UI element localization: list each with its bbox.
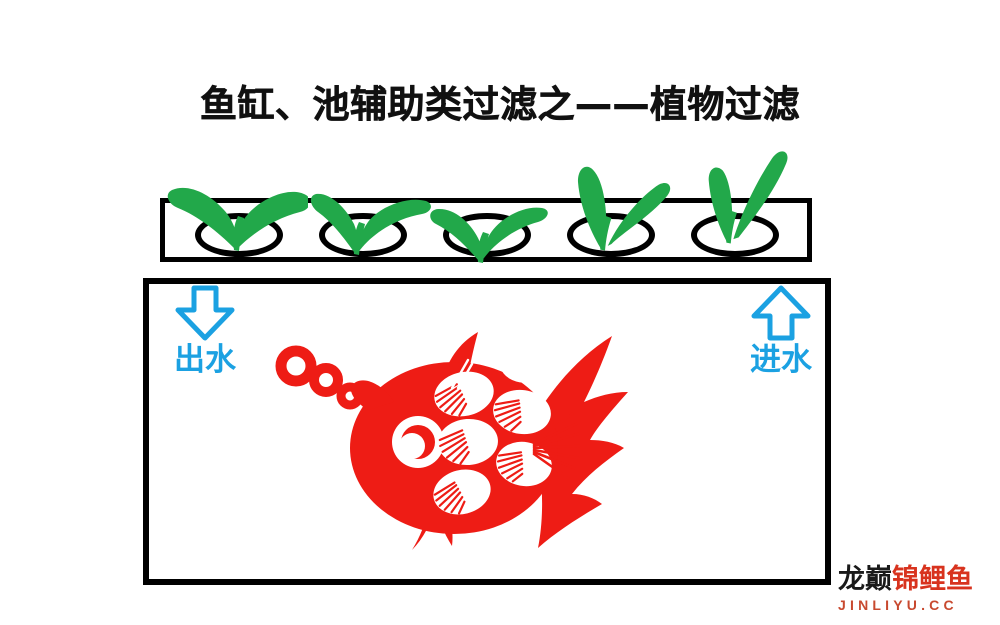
page-title: 鱼缸、池辅助类过滤之——植物过滤 (200, 83, 800, 127)
pot-hole-2 (319, 213, 407, 257)
site-watermark: 龙巅锦鲤鱼 JINLIYU.CC (838, 566, 998, 613)
arrow-up-icon (751, 285, 811, 341)
watermark-url: JINLIYU.CC (838, 597, 958, 613)
pot-hole-1 (195, 213, 283, 257)
pot-hole-3 (443, 213, 531, 257)
water-inlet-marker: 进水 (726, 284, 836, 377)
water-outlet-label: 出水 (174, 342, 236, 378)
water-outlet-marker: 出水 (150, 284, 260, 377)
watermark-brand-dark: 龙巅 (838, 564, 892, 595)
plant-tray-box (160, 198, 812, 262)
water-inlet-label: 进水 (750, 342, 812, 378)
watermark-brand: 龙巅锦鲤鱼 (838, 566, 998, 593)
pot-hole-5 (691, 213, 779, 257)
watermark-brand-red: 锦鲤鱼 (892, 564, 973, 595)
pot-hole-4 (567, 213, 655, 257)
arrow-down-icon (175, 285, 235, 341)
